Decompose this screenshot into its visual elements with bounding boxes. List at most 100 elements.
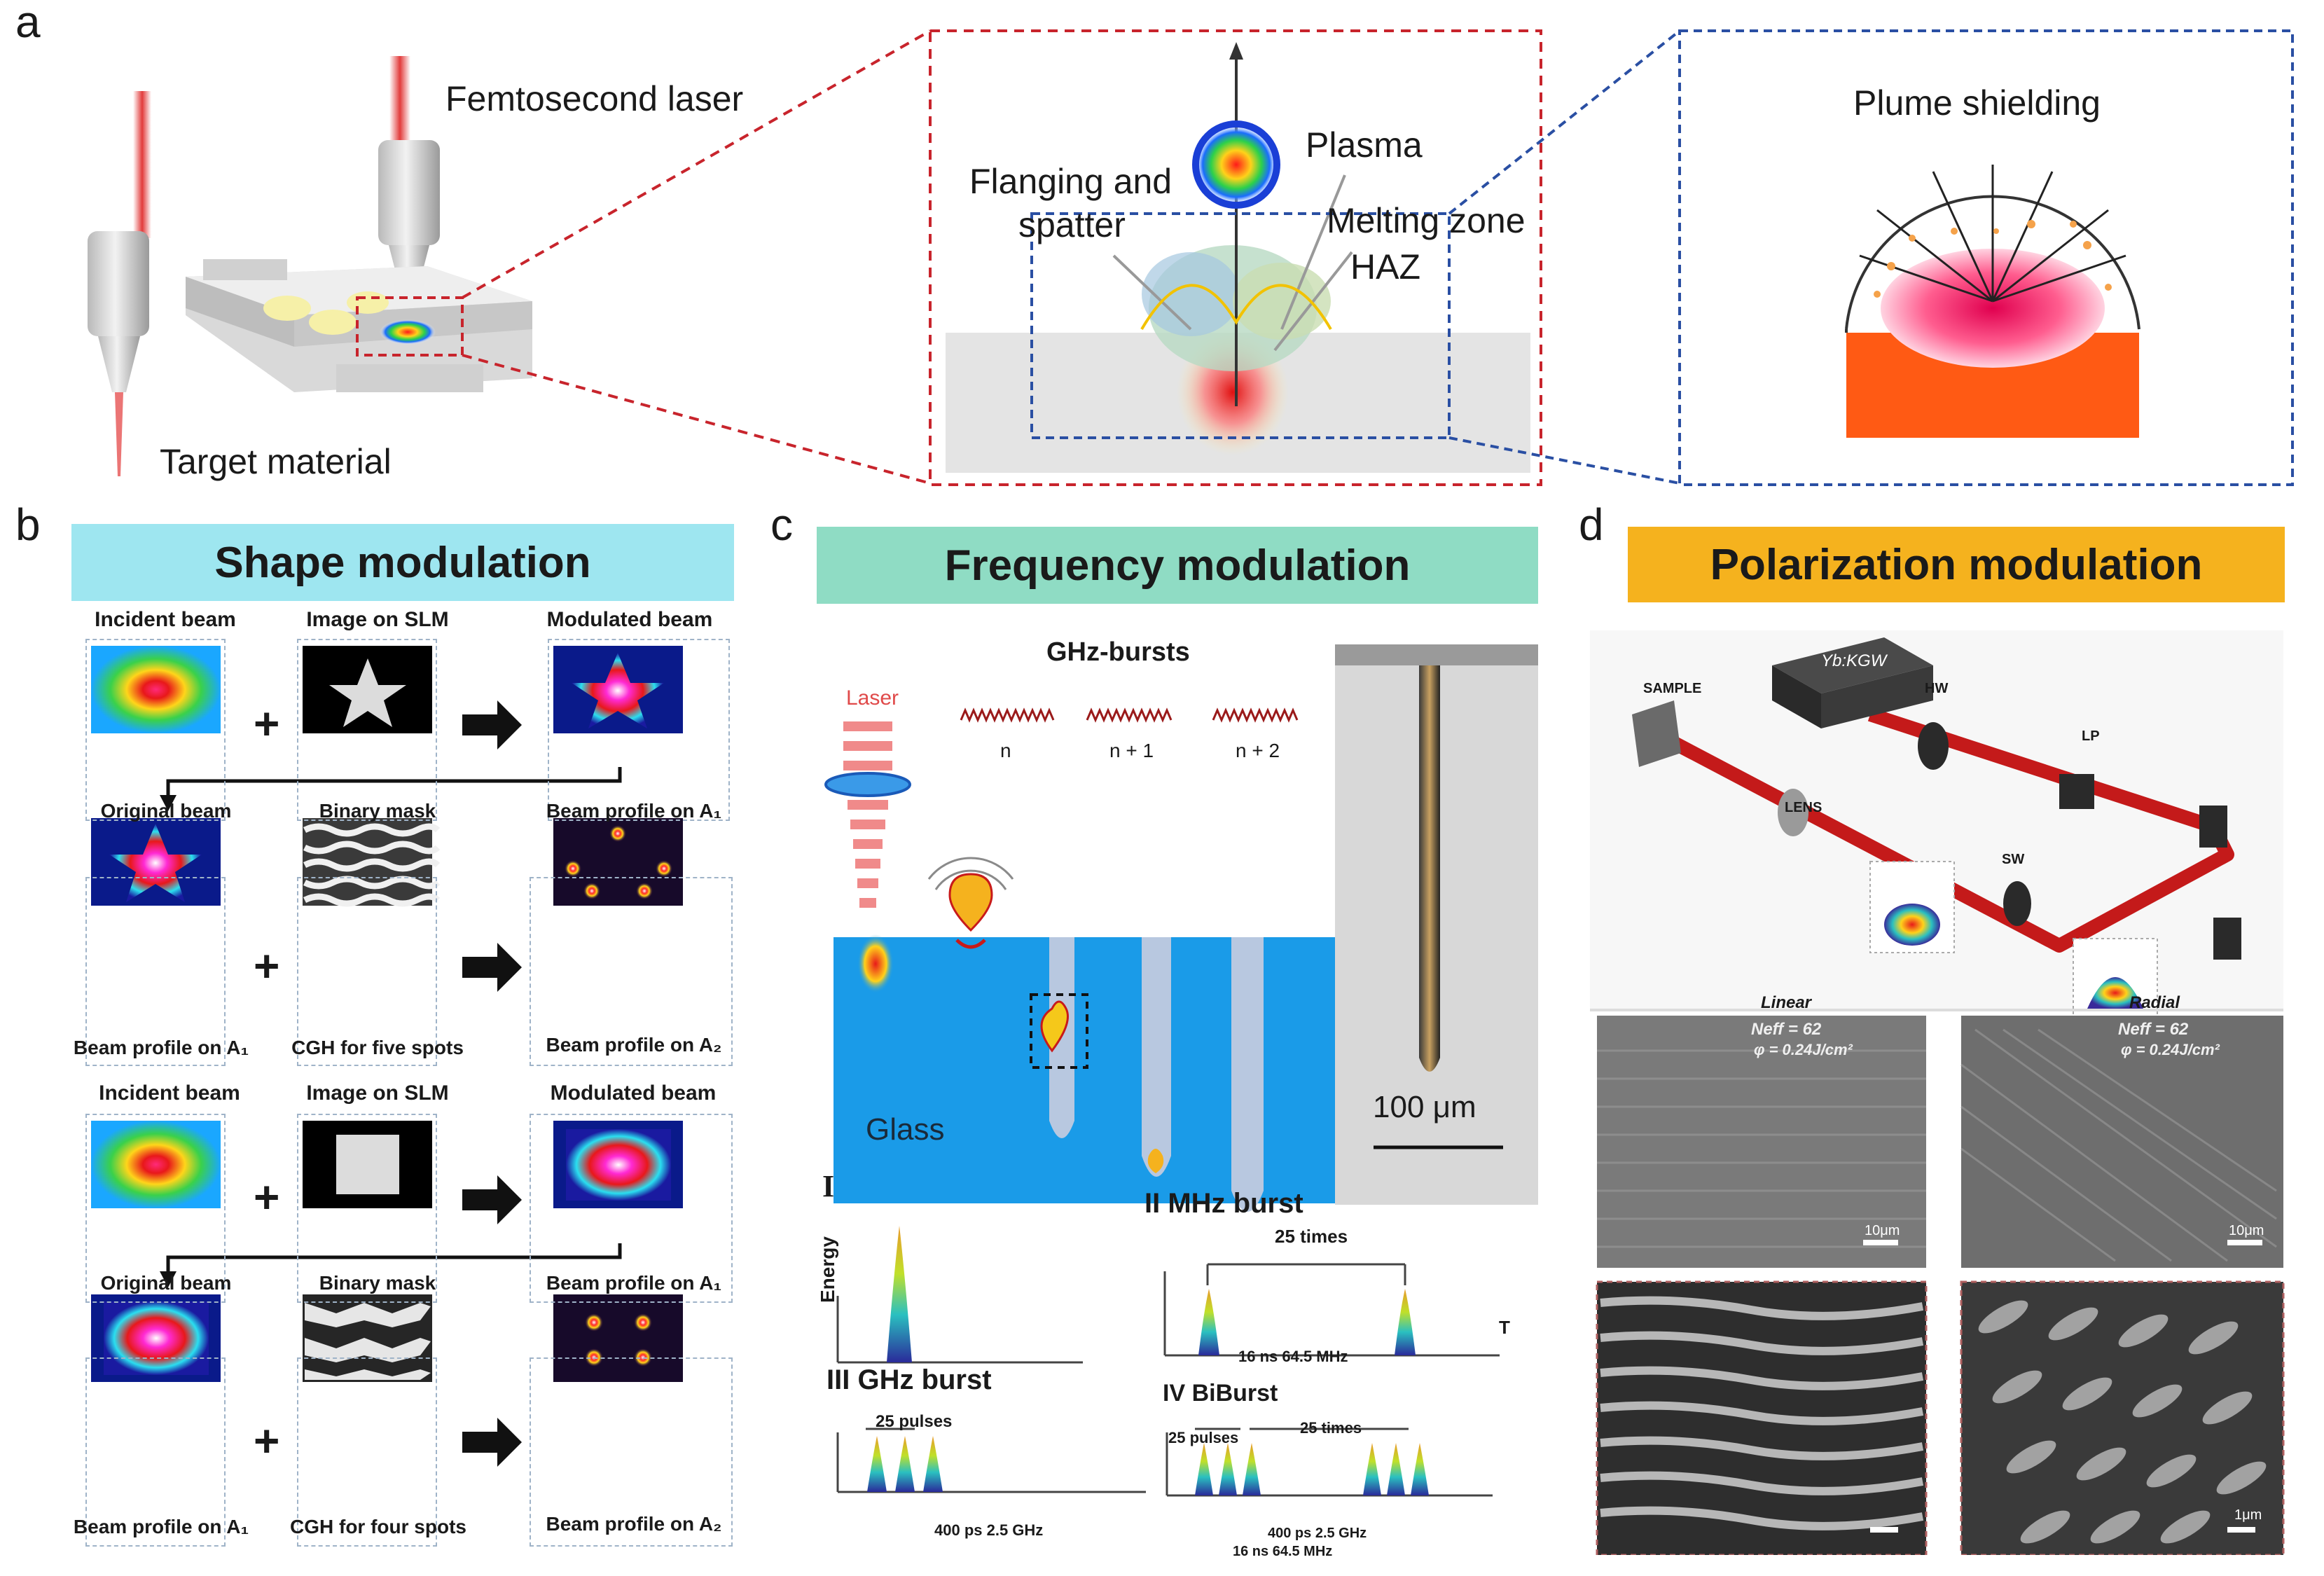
target-material-label: Target material	[160, 442, 392, 481]
panel-b-thumbnails	[91, 646, 683, 1382]
energy-axis-label: Energy	[817, 1236, 838, 1303]
scale-10um-radial: 10μm	[2229, 1223, 2264, 1238]
panel-c-letter: c	[770, 499, 793, 550]
ghz-burst-title: III GHz burst	[826, 1364, 992, 1395]
times-label: 25 times	[1275, 1226, 1348, 1247]
caption: Beam profile on A₁	[73, 1037, 249, 1058]
caption: Original beam	[100, 1272, 232, 1294]
scale-10um-linear: 10μm	[1865, 1223, 1900, 1238]
pulse-label-n1: n + 1	[1109, 740, 1154, 761]
caption: Binary mask	[319, 800, 436, 822]
sem-linear-top	[1597, 1016, 1926, 1268]
thumb-frame	[85, 639, 226, 821]
mhz-axis-label: 16 ns 64.5 MHz	[1238, 1348, 1348, 1365]
mhz-axis-label-2: 16 ns 64.5 MHz	[1233, 1544, 1333, 1559]
lens-icon	[824, 772, 911, 797]
phi-radial: φ = 0.24J/cm²	[2121, 1041, 2220, 1058]
caption: CGH for five spots	[291, 1037, 464, 1058]
caption: Binary mask	[319, 1272, 436, 1294]
sample-label: SAMPLE	[1643, 681, 1702, 696]
panel-a-illustration	[88, 29, 2294, 486]
ghz-axis-label: 400 ps 2.5 GHz	[934, 1521, 1044, 1539]
hw-label: HW	[1925, 681, 1949, 696]
biburst-title: IV BiBurst	[1163, 1380, 1278, 1406]
panel-b-letter: b	[15, 499, 41, 550]
laser-head-left	[88, 231, 149, 336]
plus-icon: +	[254, 1172, 280, 1222]
flanging-label: Flanging and	[969, 162, 1173, 201]
ablation-spot	[380, 319, 436, 345]
caption: Beam profile on A₁	[546, 800, 722, 822]
glass-block	[834, 937, 1352, 1203]
plus-icon: +	[254, 941, 280, 991]
pulse-label-n2: n + 2	[1236, 740, 1280, 761]
thumb-frame	[85, 877, 226, 1066]
plume-shielding-label: Plume shielding	[1853, 83, 2101, 123]
haz-label: HAZ	[1350, 247, 1420, 286]
ghz-bursts-title: GHz-bursts	[1046, 637, 1190, 667]
panel-c-illustration	[824, 644, 1538, 1497]
plasma-spot	[1194, 124, 1278, 205]
frequency-modulation-banner: Frequency modulation	[817, 527, 1538, 604]
spatter-label: spatter	[1018, 205, 1126, 244]
thumb-frame	[297, 877, 437, 1066]
plasma-label: Plasma	[1306, 125, 1423, 165]
mhz-burst-title: II MHz burst	[1144, 1188, 1303, 1219]
plus-icon: +	[254, 1416, 280, 1466]
plus-icon: +	[254, 698, 280, 749]
thumb-frame	[530, 1114, 733, 1303]
pulse-label-n: n	[1000, 740, 1011, 761]
scale-bar-label: 100 μm	[1373, 1090, 1476, 1124]
panel-d-illustration	[1590, 630, 2285, 1555]
thumb-frame	[548, 639, 730, 821]
femtosecond-laser-label: Femtosecond laser	[445, 79, 744, 118]
thumb-frame	[297, 1114, 437, 1303]
plot-i-title: I	[822, 1169, 835, 1203]
caption: Beam profile on A₂	[546, 1034, 722, 1056]
image-slm-header-2: Image on SLM	[306, 1081, 449, 1105]
modulated-beam-header-1: Modulated beam	[546, 608, 713, 631]
lp-label: LP	[2082, 728, 2100, 744]
thumb-frame	[530, 877, 733, 1066]
shape-modulation-banner: Shape modulation	[71, 524, 734, 601]
right-arrow-icon	[462, 1418, 522, 1467]
pulses-label: 25 pulses	[876, 1412, 953, 1431]
panel-d-letter: d	[1579, 499, 1604, 550]
image-slm-header-1: Image on SLM	[306, 608, 449, 631]
ghz-axis-label-2: 400 ps 2.5 GHz	[1268, 1526, 1367, 1541]
polarization-modulation-banner: Polarization modulation	[1628, 527, 2285, 602]
radial-label: Radial	[2129, 993, 2180, 1012]
laser-beam-left	[133, 91, 151, 238]
incident-beam-header-2: Incident beam	[99, 1081, 240, 1105]
melting-zone-label: Melting zone	[1327, 201, 1526, 240]
thumb-frame	[85, 1114, 226, 1303]
thumb-frame	[297, 639, 437, 821]
scale-1um-radial: 1μm	[2234, 1507, 2262, 1523]
panel-a-letter: a	[15, 0, 41, 47]
lens-label: LENS	[1785, 800, 1822, 815]
t-axis-label: T	[1499, 1317, 1510, 1338]
incident-beam-header-1: Incident beam	[95, 608, 236, 631]
neff-radial: Neff = 62	[2118, 1020, 2189, 1039]
thumb-frame	[530, 1357, 733, 1547]
ybkgw-label: Yb:KGW	[1821, 651, 1887, 670]
caption: Beam profile on A₁	[73, 1516, 249, 1537]
glass-label: Glass	[866, 1112, 945, 1147]
caption: Beam profile on A₂	[546, 1513, 722, 1535]
linear-label: Linear	[1761, 993, 1812, 1012]
times-label-2: 25 times	[1300, 1419, 1362, 1437]
right-arrow-icon	[462, 700, 522, 749]
right-arrow-icon	[462, 943, 522, 992]
phi-linear: φ = 0.24J/cm²	[1754, 1041, 1853, 1058]
caption: Beam profile on A₁	[546, 1272, 722, 1294]
modulated-beam-header-2: Modulated beam	[550, 1081, 717, 1105]
neff-linear: Neff = 62	[1751, 1020, 1822, 1039]
caption: CGH for four spots	[290, 1516, 466, 1537]
laser-label: Laser	[846, 686, 899, 710]
caption: Original beam	[100, 800, 232, 822]
thumb-frame	[297, 1357, 437, 1547]
laser-head-right	[378, 140, 440, 245]
sw-label: SW	[2002, 852, 2025, 867]
thumb-frame	[85, 1357, 226, 1547]
plume	[1881, 249, 2105, 368]
